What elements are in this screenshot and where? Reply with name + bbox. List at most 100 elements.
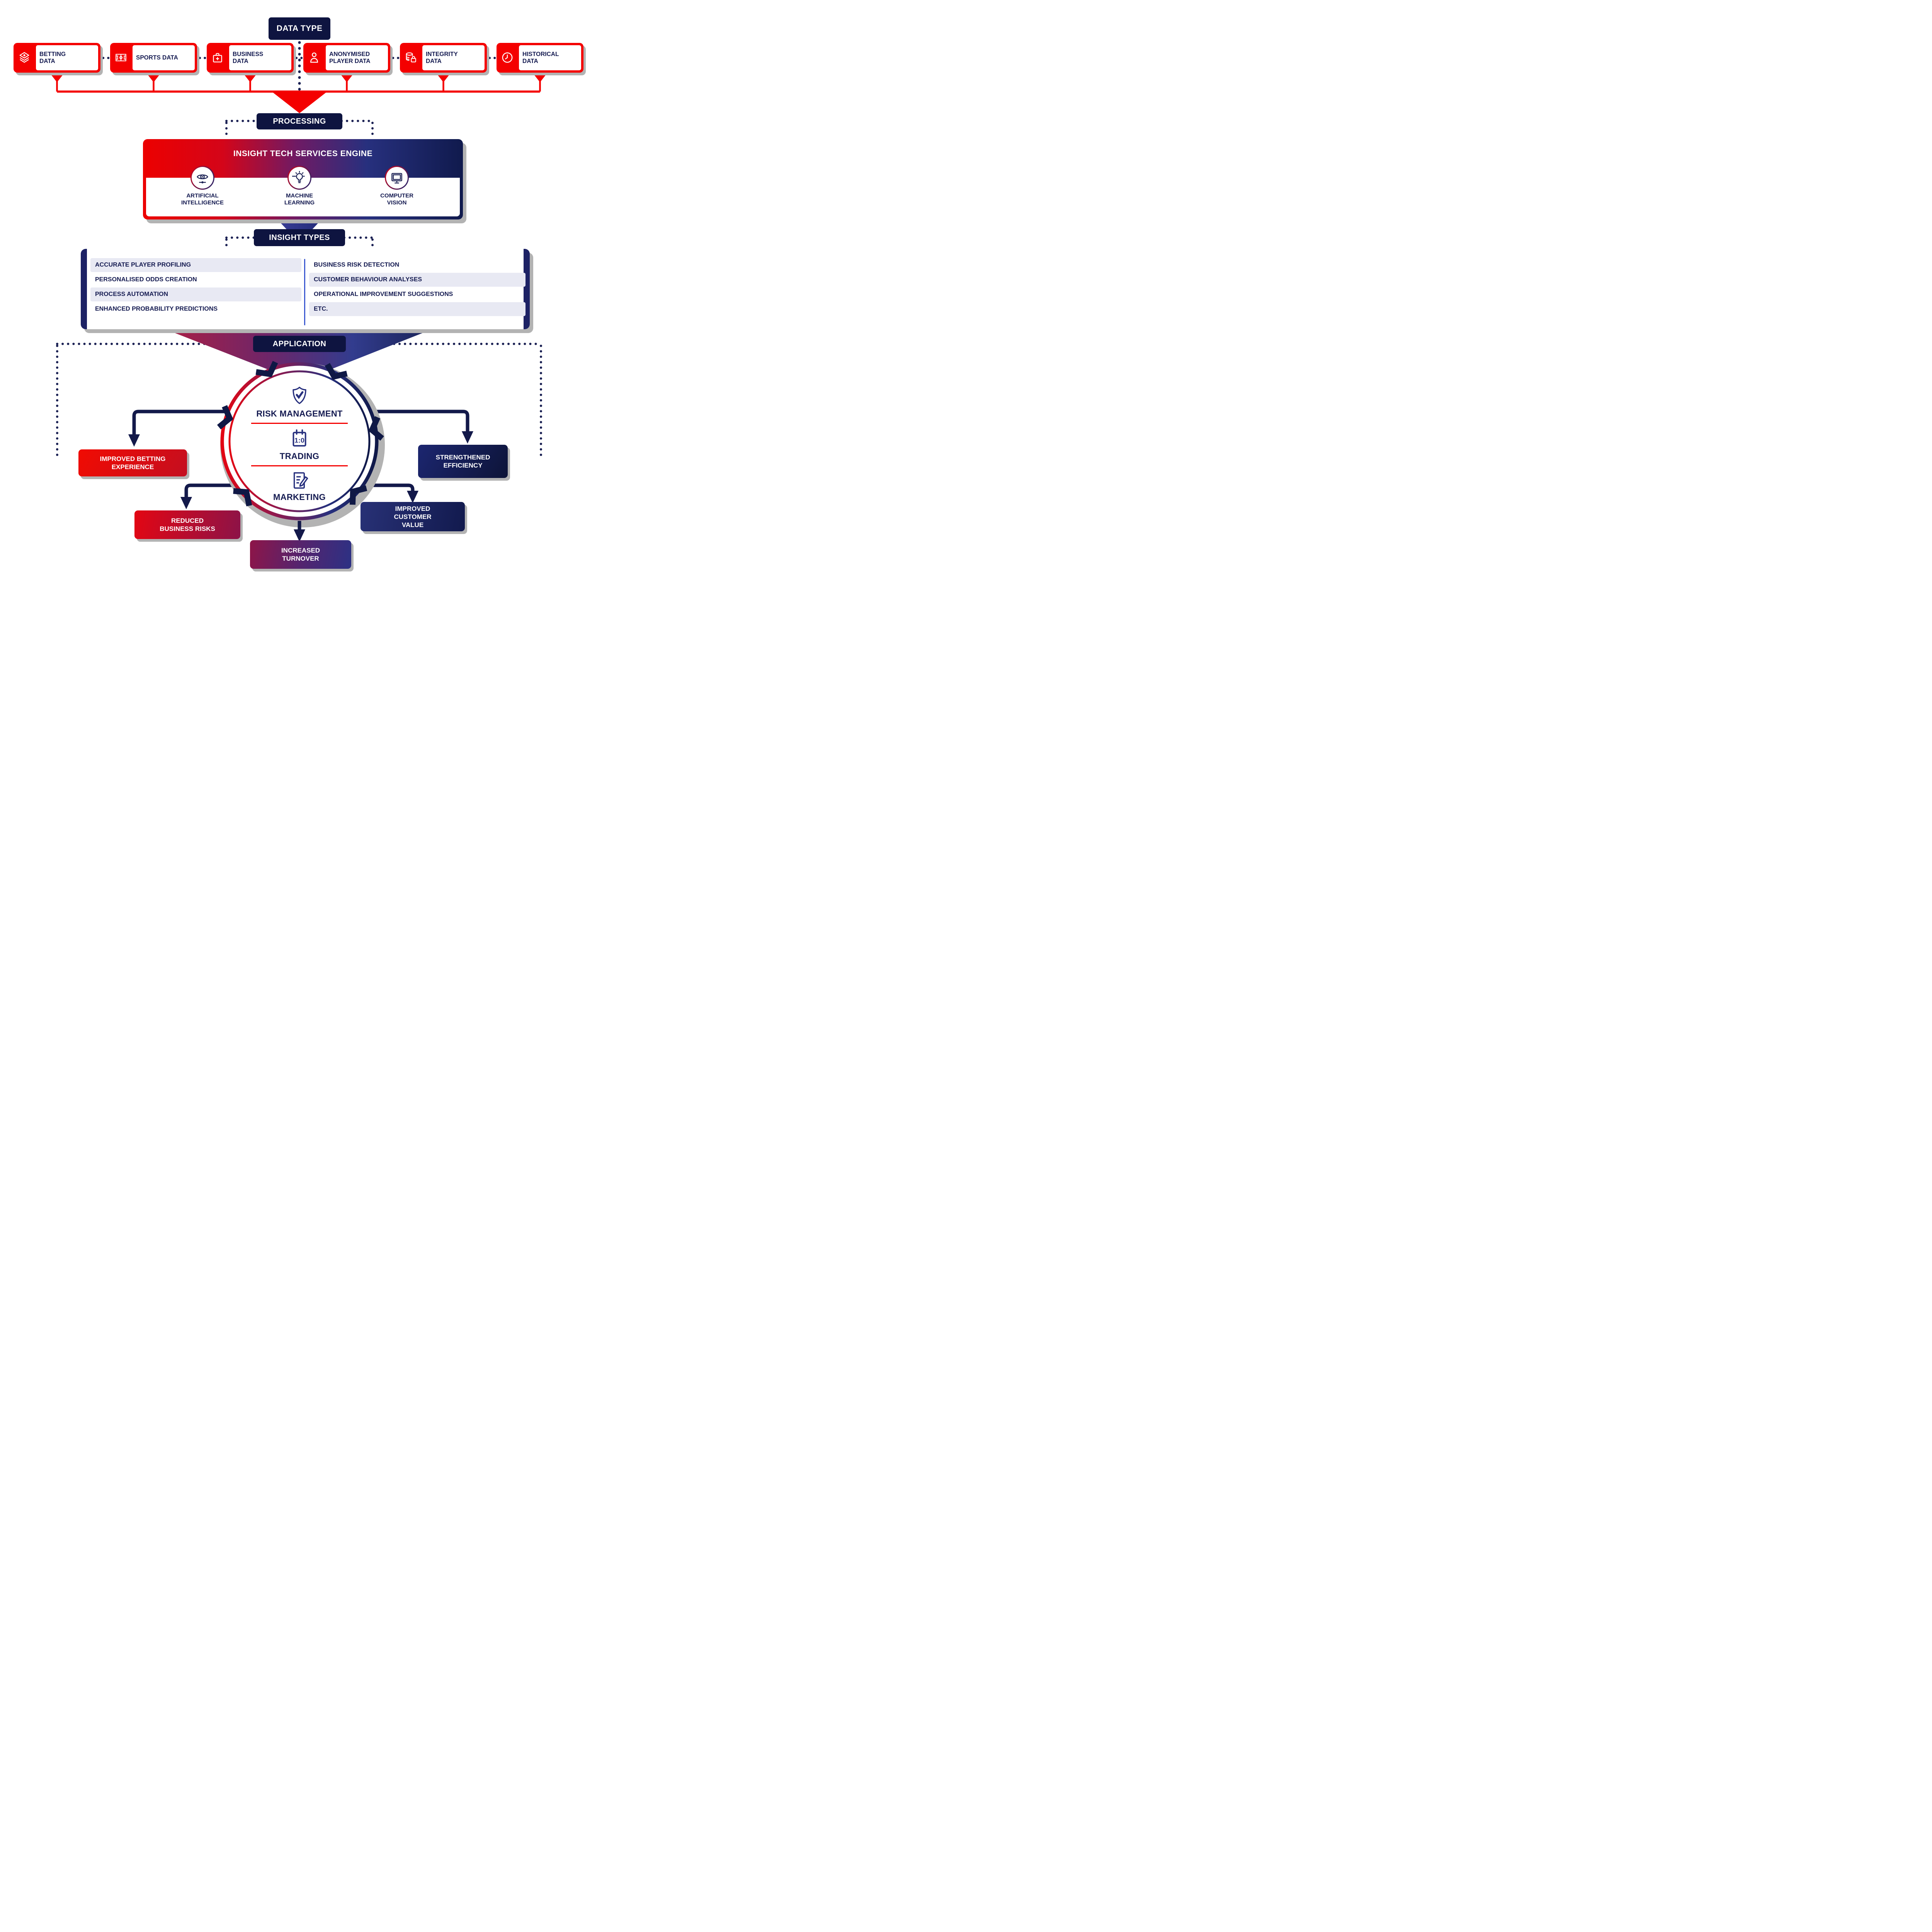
- outcome-strengthened-efficiency: STRENGTHENED EFFICIENCY: [418, 445, 508, 478]
- capability-text: ARTIFICIAL INTELLIGENCE: [181, 192, 224, 206]
- person-icon: [310, 52, 318, 63]
- data-collector-red: [49, 72, 548, 113]
- connector-layer: [49, 41, 548, 542]
- stage-application-label: APPLICATION: [272, 339, 327, 348]
- data-box-label: BUSINESS DATA: [233, 51, 264, 65]
- outcome-text: IMPROVED CUSTOMER VALUE: [394, 505, 432, 529]
- capability-circle-bg: [386, 167, 408, 189]
- shield-check-icon: [293, 386, 306, 404]
- engine-title: INSIGHT TECH SERVICES ENGINE: [233, 149, 373, 158]
- circle-outer-ring: [220, 362, 379, 520]
- insight-text: BUSINESS RISK DETECTION: [314, 262, 400, 268]
- cash-stack-icon: [19, 52, 29, 63]
- stage-insight-types-label: INSIGHT TYPES: [269, 233, 330, 242]
- data-box-sports: SPORTS DATA: [110, 43, 197, 73]
- data-box-panel: ANONYMISED PLAYER DATA: [325, 44, 389, 71]
- insight-item: PROCESS AUTOMATION: [90, 287, 301, 301]
- data-box-label: INTEGRITY DATA: [426, 51, 458, 65]
- scoreboard-icon: 1:0: [293, 429, 306, 447]
- insight-text: ENHANCED PROBABILITY PREDICTIONS: [95, 306, 218, 312]
- stage-data-type: DATA TYPE: [269, 17, 330, 40]
- insight-item: PERSONALISED ODDS CREATION: [90, 273, 301, 287]
- insight-text: PROCESS AUTOMATION: [95, 291, 168, 298]
- insight-item: ETC.: [309, 302, 526, 316]
- red-divider-1: [251, 423, 348, 424]
- outcome-arrows: [132, 410, 469, 498]
- outcome-reduced-business-risks: REDUCED BUSINESS RISKS: [134, 510, 240, 539]
- application-area-text: MARKETING: [273, 492, 326, 502]
- capability-circle-ml: [287, 166, 311, 190]
- outcome-increased-turnover: INCREASED TURNOVER: [250, 540, 351, 569]
- database-lock-icon: [406, 52, 416, 63]
- insight-item: ACCURATE PLAYER PROFILING: [90, 258, 301, 272]
- insight-left-strip: [81, 249, 87, 329]
- lightbulb-icon: [292, 171, 305, 183]
- circle-interior: [223, 365, 376, 517]
- red-divider-2: [251, 465, 348, 466]
- circle-inner-ring: [228, 370, 371, 512]
- outcome-text: IMPROVED BETTING EXPERIENCE: [100, 455, 166, 471]
- football-pitch-icon: [116, 54, 126, 61]
- application-area-text: TRADING: [279, 451, 320, 461]
- monitor-icon: [391, 173, 402, 184]
- insight-types-box: ACCURATE PLAYER PROFILING PERSONALISED O…: [81, 249, 530, 329]
- ai-eye-icon: [197, 174, 208, 184]
- capability-text: COMPUTER VISION: [380, 192, 413, 206]
- insight-text: ETC.: [314, 306, 328, 312]
- stage-processing-label: PROCESSING: [273, 117, 326, 126]
- data-box-label: SPORTS DATA: [136, 54, 178, 61]
- capability-label-ai: ARTIFICIAL INTELLIGENCE: [172, 192, 233, 206]
- capability-label-cv: COMPUTER VISION: [366, 192, 428, 206]
- stage-data-type-label: DATA TYPE: [276, 24, 323, 33]
- briefcase-icon: [213, 53, 222, 63]
- data-box-panel: BETTING DATA: [35, 44, 99, 71]
- outcome-text: INCREASED TURNOVER: [281, 547, 320, 562]
- application-area-trading: TRADING: [222, 451, 377, 461]
- insight-text: PERSONALISED ODDS CREATION: [95, 276, 197, 283]
- data-box-integrity: INTEGRITY DATA: [400, 43, 487, 73]
- insight-item: CUSTOMER BEHAVIOUR ANALYSES: [309, 273, 526, 287]
- application-funnel: [164, 329, 433, 382]
- big-red-arrow-icon: [270, 90, 328, 113]
- insight-divider: [304, 259, 305, 325]
- capability-circle-ai: [190, 166, 214, 190]
- outcome-arrowheads: [128, 431, 473, 509]
- application-area-text: RISK MANAGEMENT: [256, 409, 343, 418]
- data-box-panel: HISTORICAL DATA: [518, 44, 582, 71]
- stage-processing: PROCESSING: [257, 113, 342, 129]
- data-box-label: ANONYMISED PLAYER DATA: [329, 51, 371, 65]
- scoreboard-text: 1:0: [294, 437, 304, 444]
- insight-item: BUSINESS RISK DETECTION: [309, 258, 526, 272]
- data-box-label: HISTORICAL DATA: [522, 51, 559, 65]
- data-box-panel: BUSINESS DATA: [228, 44, 292, 71]
- bottom-arrowhead: [294, 529, 305, 542]
- outcome-improved-betting: IMPROVED BETTING EXPERIENCE: [78, 449, 187, 476]
- insight-text: CUSTOMER BEHAVIOUR ANALYSES: [314, 276, 422, 283]
- notepad-pencil-icon: [293, 472, 308, 489]
- rotation-arrow-icons: [217, 361, 384, 507]
- data-box-anonymised-player: ANONYMISED PLAYER DATA: [303, 43, 390, 73]
- infographic-canvas: DATA TYPE PROCESSING INSIGHT TYPES APPLI…: [0, 0, 599, 600]
- outcome-improved-customer-value: IMPROVED CUSTOMER VALUE: [361, 502, 465, 531]
- data-box-panel: INTEGRITY DATA: [422, 44, 485, 71]
- capability-circle-cv: [385, 166, 409, 190]
- capability-circle-bg: [289, 167, 310, 189]
- data-box-business: BUSINESS DATA: [207, 43, 294, 73]
- insight-item: ENHANCED PROBABILITY PREDICTIONS: [90, 302, 301, 316]
- data-box-label: BETTING DATA: [39, 51, 66, 65]
- data-box-betting: BETTING DATA: [14, 43, 100, 73]
- capability-label-ml: MACHINE LEARNING: [269, 192, 330, 206]
- stage-application: APPLICATION: [253, 336, 346, 352]
- outcome-text: STRENGTHENED EFFICIENCY: [435, 454, 490, 469]
- application-area-marketing: MARKETING: [222, 492, 377, 502]
- application-area-risk: RISK MANAGEMENT: [222, 409, 377, 419]
- insight-text: OPERATIONAL IMPROVEMENT SUGGESTIONS: [314, 291, 453, 298]
- insight-item: OPERATIONAL IMPROVEMENT SUGGESTIONS: [309, 287, 526, 301]
- data-box-panel: SPORTS DATA: [132, 44, 196, 71]
- clock-icon: [502, 52, 513, 63]
- outcome-text: REDUCED BUSINESS RISKS: [160, 517, 215, 532]
- capability-circle-bg: [192, 167, 213, 189]
- stage-insight-types: INSIGHT TYPES: [254, 229, 345, 246]
- data-box-historical: HISTORICAL DATA: [497, 43, 583, 73]
- insight-text: ACCURATE PLAYER PROFILING: [95, 262, 191, 268]
